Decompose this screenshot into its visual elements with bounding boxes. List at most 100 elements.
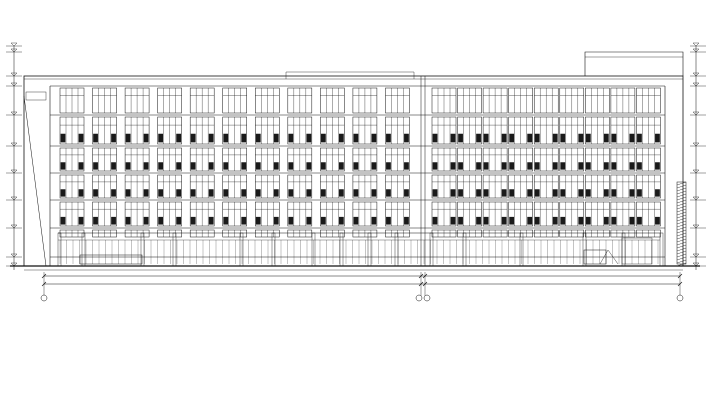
dark-pane — [208, 189, 214, 197]
dark-pane — [223, 133, 229, 143]
dark-pane — [158, 133, 164, 143]
dark-pane — [78, 216, 84, 225]
penthouse-outline — [584, 51, 684, 76]
dark-pane — [560, 133, 566, 143]
dark-pane — [509, 162, 515, 170]
dark-pane — [476, 216, 481, 225]
dark-pane — [255, 133, 261, 143]
dark-pane — [655, 133, 660, 143]
dark-pane — [288, 162, 294, 170]
dark-pane — [386, 189, 391, 197]
dark-pane — [458, 162, 463, 170]
axis-bubble — [415, 294, 423, 302]
dark-pane — [125, 189, 131, 197]
level-triangle-right — [692, 196, 700, 201]
level-triangle-right — [692, 169, 700, 174]
dark-pane — [125, 133, 131, 143]
window-bay — [287, 87, 313, 238]
window-bay — [92, 87, 117, 238]
dark-pane — [306, 133, 312, 143]
level-triangle-right — [692, 72, 700, 77]
dark-pane — [450, 216, 456, 225]
level-triangle-right — [692, 82, 700, 87]
storefront-pier — [57, 232, 62, 267]
dark-pane — [273, 189, 279, 197]
storefront-pier — [367, 232, 372, 267]
window-bay — [385, 87, 410, 238]
axis-bubble — [423, 294, 431, 302]
dark-pane — [190, 189, 196, 197]
hatch-stroke — [676, 226, 687, 231]
level-markers-left — [6, 42, 22, 270]
dark-pane — [241, 133, 247, 143]
storefront-pier — [339, 232, 344, 267]
window-grid — [59, 87, 661, 238]
hatch-stroke — [676, 253, 687, 258]
dark-pane — [404, 189, 409, 197]
storefront-pier — [659, 232, 664, 267]
dark-pane — [125, 216, 131, 225]
dark-pane — [78, 162, 84, 170]
level-markers-right — [690, 42, 706, 270]
hatch-stroke — [676, 211, 687, 216]
level-triangle-right — [692, 142, 700, 147]
hatch-stroke — [676, 247, 687, 252]
level-triangle-left — [10, 82, 18, 87]
dark-pane — [534, 216, 540, 225]
dark-pane — [208, 162, 214, 170]
dark-pane — [288, 133, 294, 143]
dark-pane — [585, 189, 591, 197]
dark-pane — [338, 189, 344, 197]
dark-pane — [458, 216, 463, 225]
dark-pane — [509, 216, 515, 225]
hatch-stroke — [676, 187, 687, 192]
dark-pane — [501, 189, 507, 197]
dark-pane — [176, 216, 182, 225]
dark-pane — [158, 189, 164, 197]
level-triangle-left — [10, 111, 18, 116]
dimension-tick — [677, 273, 683, 279]
dark-pane — [176, 162, 182, 170]
dark-pane — [560, 216, 566, 225]
dark-pane — [176, 133, 182, 143]
dark-pane — [223, 189, 229, 197]
dark-pane — [603, 189, 609, 197]
dark-pane — [338, 216, 344, 225]
dark-pane — [320, 189, 326, 197]
dark-pane — [585, 133, 591, 143]
dark-pane — [273, 216, 279, 225]
level-triangle-right — [692, 111, 700, 116]
axis-marker — [415, 294, 423, 302]
dark-pane — [509, 189, 515, 197]
level-triangle-right — [692, 224, 700, 229]
dark-pane — [353, 189, 359, 197]
dark-pane — [371, 162, 377, 170]
storefront-pier — [429, 232, 434, 267]
hatch-stroke — [676, 217, 687, 222]
window-bay — [124, 87, 150, 238]
dark-pane — [629, 133, 635, 143]
dark-pane — [578, 162, 584, 170]
axis-marker — [676, 294, 684, 302]
dimension-tick — [422, 273, 428, 279]
storefront-pier — [81, 232, 86, 267]
hatch-stroke — [676, 250, 687, 255]
hatch-stroke — [676, 199, 687, 204]
dark-pane — [111, 162, 116, 170]
hatch-stroke — [676, 184, 687, 189]
window-bay — [431, 87, 457, 238]
window-bay — [59, 87, 85, 238]
storefront-pier — [239, 232, 244, 267]
dark-pane — [143, 162, 149, 170]
dark-pane — [527, 189, 533, 197]
dark-pane — [208, 133, 214, 143]
axis-markers — [40, 294, 684, 302]
dark-pane — [534, 189, 540, 197]
dark-pane — [501, 133, 507, 143]
dark-pane — [611, 216, 617, 225]
hatch-stroke — [676, 244, 687, 249]
level-triangle-left — [10, 72, 18, 77]
dark-pane — [432, 162, 438, 170]
corner-detail — [25, 91, 47, 101]
